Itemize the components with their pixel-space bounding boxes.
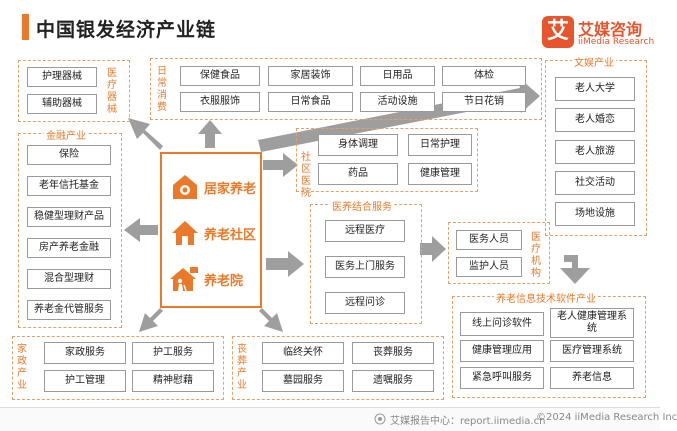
daily-item-6: 活动设施 — [360, 92, 435, 112]
daily-item-3: 体检 — [442, 66, 526, 86]
daily-item-1: 家居装饰 — [268, 66, 353, 86]
group-medcare-label: 医养结合服务 — [330, 198, 394, 213]
culture-item-4: 场地设施 — [555, 202, 635, 226]
community-item-3: 健康管理 — [408, 163, 472, 185]
group-medical — [18, 60, 130, 122]
daily-item-7: 节日花销 — [442, 92, 526, 112]
it-item-4: 紧急呼叫服务 — [460, 367, 544, 389]
housekeeping-item-3: 精神慰藉 — [132, 370, 214, 392]
arrow-to-it — [560, 255, 590, 284]
daily-item-2: 日用品 — [360, 66, 435, 86]
logo-name: 艾媒咨询 — [578, 20, 643, 39]
medical-item-0: 护理器械 — [27, 67, 97, 87]
group-daily-label: 日常消费 — [157, 66, 167, 113]
logo-icon: 艾 — [542, 16, 574, 48]
arrow-to-community — [263, 153, 298, 177]
medorg-item-0: 医务人员 — [456, 230, 522, 250]
community-item-1: 日常护理 — [408, 134, 472, 156]
footer-bar — [0, 407, 660, 431]
group-housekeeping-label: 家政产业 — [17, 344, 27, 391]
center-item-community: 养老社区 — [204, 227, 257, 243]
funeral-item-2: 墓园服务 — [262, 370, 344, 392]
arrow-to-medical — [128, 118, 163, 150]
group-funeral-label: 丧葬产业 — [237, 344, 247, 391]
it-item-0: 线上问诊软件 — [460, 312, 544, 336]
footer-source: 艾媒报告中心：report.iimedia.cn — [390, 416, 546, 427]
medical-item-1: 辅助器械 — [27, 94, 97, 114]
funeral-item-3: 遗嘱服务 — [352, 370, 434, 392]
finance-item-0: 保险 — [27, 145, 111, 165]
funeral-item-0: 临终关怀 — [262, 342, 344, 364]
culture-item-2: 老人旅游 — [555, 140, 635, 164]
culture-item-3: 社交活动 — [555, 171, 635, 195]
daily-item-0: 保健食品 — [180, 66, 260, 86]
group-funeral — [232, 336, 444, 400]
arrow-to-medcare — [266, 251, 304, 277]
arrow-to-finance — [124, 218, 158, 242]
group-medical-label: 医疗器械 — [107, 68, 117, 115]
finance-item-5: 养老金代管服务 — [27, 300, 111, 320]
page-title: 中国银发经济产业链 — [36, 19, 217, 41]
it-item-5: 养老信息 — [550, 367, 634, 389]
arrow-to-culture — [258, 76, 540, 152]
housekeeping-item-0: 家政服务 — [44, 342, 126, 364]
community-item-0: 身体调理 — [318, 134, 398, 156]
center-row-nursing: 养老院 — [170, 264, 243, 294]
center-box: 居家养老 养老社区 养老院 — [160, 152, 262, 308]
housekeeping-item-2: 护工管理 — [44, 370, 126, 392]
group-culture-label: 文娱产业 — [572, 54, 616, 69]
footer-copyright: ©2024 iiMedia Research Inc — [536, 412, 677, 423]
culture-item-1: 老人婚恋 — [555, 108, 635, 132]
group-medorg — [448, 222, 550, 284]
group-community-label: 社区医院 — [301, 152, 311, 199]
nursing-home-icon — [170, 267, 198, 292]
footer-logo-icon — [374, 413, 386, 425]
group-it-label: 养老信息技术软件产业 — [494, 290, 598, 305]
it-item-1: 老人健康管理系统 — [550, 308, 634, 338]
group-housekeeping — [12, 336, 224, 400]
group-finance-label: 金融产业 — [44, 127, 88, 142]
finance-item-1: 老年信托基金 — [27, 176, 111, 196]
group-daily — [150, 58, 542, 120]
daily-item-4: 衣服服饰 — [180, 92, 260, 112]
it-item-2: 健康管理应用 — [460, 340, 544, 362]
logo-english: iiMedia Research — [578, 37, 655, 47]
medcare-item-0: 远程医疗 — [325, 220, 405, 242]
center-item-home: 居家养老 — [204, 181, 257, 197]
community-item-2: 药品 — [318, 163, 398, 185]
arrow-to-funeral — [259, 308, 283, 332]
group-community — [296, 128, 478, 192]
housekeeping-item-1: 护工服务 — [132, 342, 214, 364]
community-house-icon — [172, 221, 198, 245]
center-row-home: 居家养老 — [170, 172, 256, 202]
medcare-item-2: 远程问诊 — [325, 292, 405, 314]
finance-item-3: 房产养老金融 — [27, 238, 111, 258]
medorg-item-1: 监护人员 — [456, 257, 522, 277]
center-item-nursing: 养老院 — [204, 273, 244, 289]
medcare-item-1: 医务上门服务 — [325, 256, 405, 278]
funeral-item-1: 丧葬服务 — [352, 342, 434, 364]
finance-item-4: 混合型理财 — [27, 269, 111, 289]
daily-item-5: 日常食品 — [268, 92, 353, 112]
arrow-to-daily — [198, 120, 222, 148]
arrows-layer — [124, 76, 590, 332]
arrow-to-medorg — [420, 236, 446, 262]
group-medorg-label: 医疗机构 — [531, 232, 541, 279]
center-row-community: 养老社区 — [170, 218, 256, 248]
title-accent-bar — [22, 14, 29, 40]
culture-item-0: 老人大学 — [555, 77, 635, 101]
home-icon — [173, 175, 197, 199]
finance-item-2: 稳健型理财产品 — [27, 207, 111, 227]
arrow-to-housekeeping — [139, 308, 163, 332]
it-item-3: 医疗管理系统 — [550, 340, 634, 362]
